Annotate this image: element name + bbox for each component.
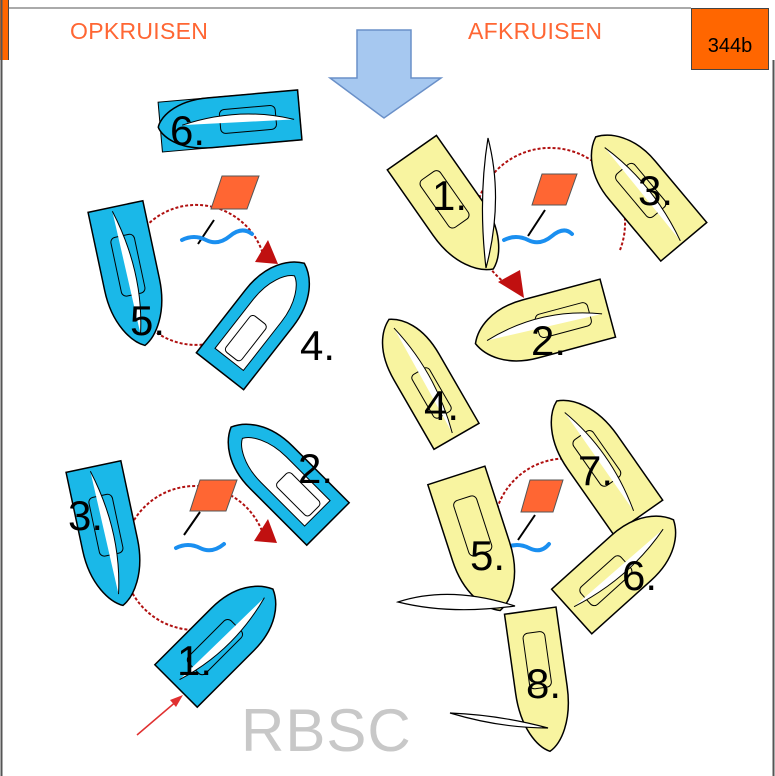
label-4: 4. [300,322,335,369]
start-arrow-line [136,699,179,736]
flag-icon [520,479,564,513]
sail-eased [449,712,549,729]
boat-2-yellow [474,278,617,362]
label-2: 2. [298,445,333,492]
boat-7-yellow [550,399,664,536]
water-wave-icon [174,542,226,553]
circle-path-bottom-left [122,485,277,631]
label-6: 6. [170,107,205,154]
boat-4-blue [195,261,311,391]
boat-6-yellow [550,515,677,635]
label-y8: 8. [526,660,561,707]
label-y3: 3. [638,167,673,214]
boat-3-blue [65,459,141,607]
sail-luffing [481,137,497,269]
mark-bottom-right [503,479,564,553]
arrowhead-icon [255,240,278,264]
label-y4: 4. [424,382,459,429]
flag-icon [531,173,578,206]
label-y6: 6. [622,552,657,599]
label-5: 5. [130,297,165,344]
sail-eased [395,593,516,611]
boat-2-blue [227,423,351,547]
label-1: 1. [177,637,212,684]
boat-1-blue [153,585,277,709]
label-y1: 1. [432,172,467,219]
arrowhead-icon [170,695,183,707]
heading-opkruisen: OPKRUISEN [70,18,209,44]
label-3: 3. [68,492,103,539]
boat-5-blue [87,199,163,347]
flag-icon [210,175,260,210]
water-wave-icon [180,228,254,245]
arrowhead-icon [254,519,277,543]
mark-top-left [180,175,260,245]
arrowhead-icon [498,270,524,298]
label-y5: 5. [470,532,505,579]
page-badge: 344b [691,8,769,70]
boat-3-yellow [590,134,708,263]
boat-8-yellow [503,606,569,753]
boat-5-yellow [426,465,516,612]
wind-arrow-icon [327,29,444,119]
boat-6 [157,89,303,153]
flag-icon [189,479,238,512]
label-y7: 7. [578,447,613,494]
heading-afkruisen: AFKRUISEN [468,18,603,44]
watermark-text: RBSC [241,697,412,764]
water-wave-icon [502,228,574,245]
boat-4-yellow [381,318,481,451]
label-y2: 2. [531,317,566,364]
water-wave-icon [503,542,551,553]
edge-tab [0,0,9,60]
mark-bottom-left [174,479,238,553]
mark-top-right [502,173,578,245]
